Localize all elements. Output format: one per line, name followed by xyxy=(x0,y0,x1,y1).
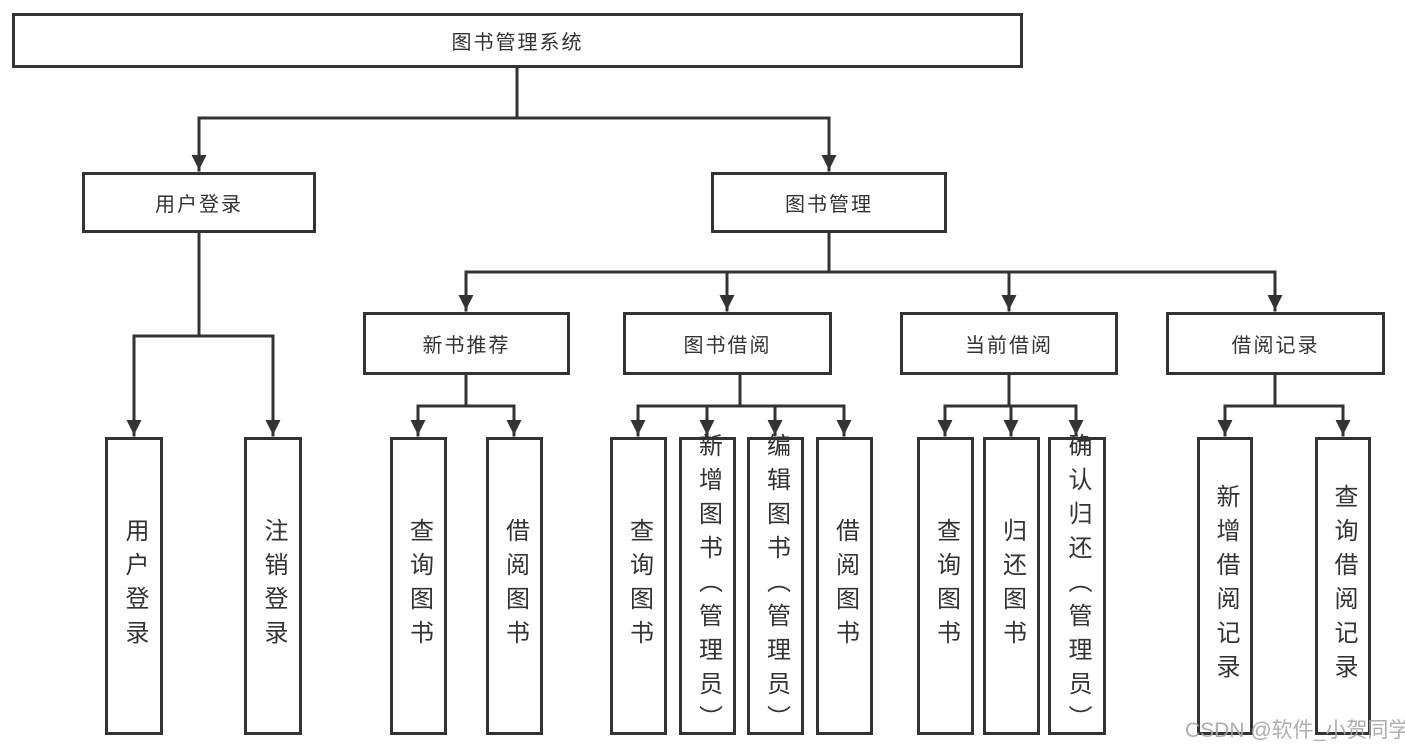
node-label: 借阅记录 xyxy=(1231,335,1320,357)
node-user-login-branch: 用户登录 xyxy=(82,172,316,233)
node-new-book-recommend: 新书推荐 xyxy=(363,312,570,375)
node-book-borrow: 图书借阅 xyxy=(623,312,832,375)
leaf-confirm-return-admin: 确认归还（管理员） xyxy=(1048,433,1106,739)
node-label: 图书管理 xyxy=(785,194,873,216)
node-label: 借阅图书 xyxy=(831,518,859,654)
node-label: 新增借阅记录 xyxy=(1212,484,1239,688)
leaf-logout: 注销登录 xyxy=(244,437,302,735)
node-book-management-branch: 图书管理 xyxy=(711,172,947,233)
node-label: 新增图书（管理员） xyxy=(694,433,722,739)
node-label: 当前借阅 xyxy=(965,335,1053,357)
node-borrow-record: 借阅记录 xyxy=(1166,312,1385,375)
leaf-borrow-book-recommend: 借阅图书 xyxy=(486,437,543,735)
node-label: 归还图书 xyxy=(998,518,1026,654)
node-root-system: 图书管理系统 xyxy=(12,13,1023,68)
node-label: 查询图书 xyxy=(625,518,653,654)
node-label: 注销登录 xyxy=(260,518,287,654)
leaf-user-login: 用户登录 xyxy=(105,437,163,735)
node-label: 新书推荐 xyxy=(422,335,511,357)
leaf-edit-book-admin: 编辑图书（管理员） xyxy=(747,433,804,739)
node-label: 用户登录 xyxy=(155,194,243,216)
leaf-borrow-book: 借阅图书 xyxy=(816,437,873,735)
leaf-query-book-recommend: 查询图书 xyxy=(390,437,447,735)
node-label: 图书管理系统 xyxy=(451,32,584,54)
leaf-query-book-borrow: 查询图书 xyxy=(610,437,667,735)
node-label: 确认归还（管理员） xyxy=(1064,433,1091,739)
node-label: 图书借阅 xyxy=(683,335,772,357)
leaf-add-borrow-record: 新增借阅记录 xyxy=(1197,437,1253,735)
leaf-add-book-admin: 新增图书（管理员） xyxy=(679,433,736,739)
node-label: 编辑图书（管理员） xyxy=(762,433,790,739)
node-current-borrow: 当前借阅 xyxy=(900,312,1118,375)
node-label: 查询借阅记录 xyxy=(1330,484,1357,688)
node-label: 查询图书 xyxy=(932,518,960,654)
csdn-watermark: CSDN @软件_小贺同学 xyxy=(1185,719,1405,742)
leaf-return-book: 归还图书 xyxy=(983,437,1040,735)
node-label: 借阅图书 xyxy=(501,518,529,654)
node-label: 用户登录 xyxy=(121,518,148,654)
leaf-query-borrow-record: 查询借阅记录 xyxy=(1315,437,1371,735)
node-label: 查询图书 xyxy=(405,518,433,654)
leaf-query-book-current: 查询图书 xyxy=(917,437,974,735)
